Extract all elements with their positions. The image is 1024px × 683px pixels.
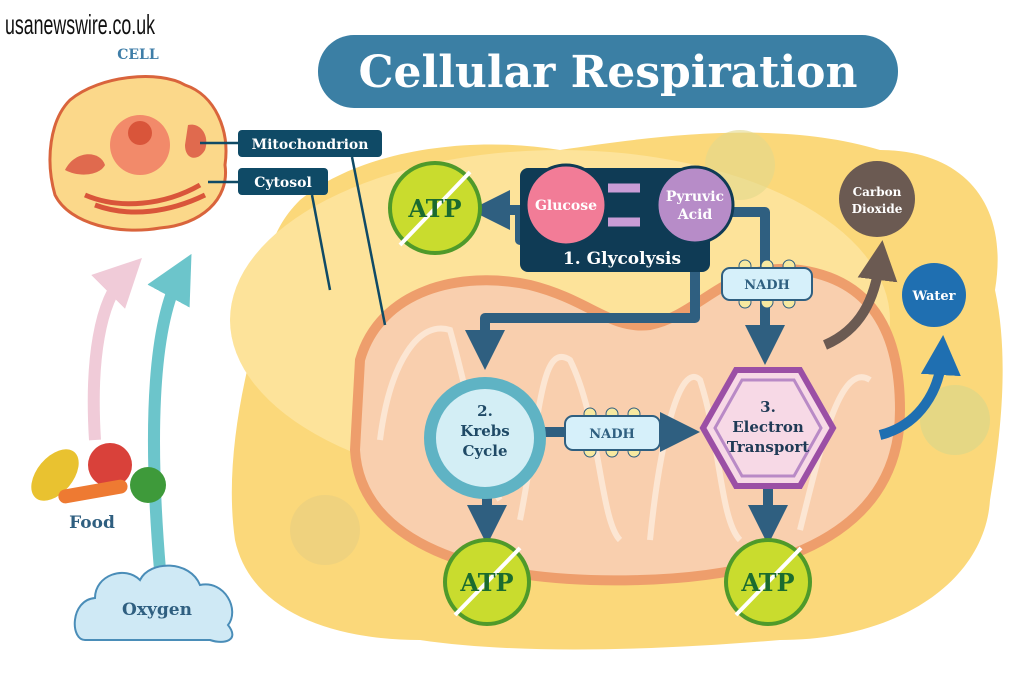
krebs-number: 2. xyxy=(477,402,493,420)
water-node xyxy=(902,263,966,327)
electron-label-line1: Electron xyxy=(732,418,804,436)
electron-number: 3. xyxy=(760,398,776,416)
co2-arrow xyxy=(822,240,898,350)
oxygen-cloud xyxy=(73,564,234,643)
atp-top xyxy=(388,161,482,255)
oxygen-label: Oxygen xyxy=(122,600,192,620)
mitochondrion-label: Mitochondrion xyxy=(252,137,369,153)
glucose-label: Glucose xyxy=(535,198,597,214)
krebs-label-line2: Cycle xyxy=(462,442,507,460)
mitochondrion-label-box xyxy=(238,130,382,157)
co2-label-line1: Carbon xyxy=(853,185,902,199)
nadh-middle xyxy=(564,407,661,458)
pyruvic-label-line2: Acid xyxy=(677,207,713,223)
pyruvic-acid-node xyxy=(655,165,735,245)
cell-label: CELL xyxy=(117,47,159,63)
food-arrow xyxy=(87,258,142,441)
page-title: Cellular Respiration xyxy=(358,47,857,98)
nadh-top xyxy=(721,259,813,309)
krebs-cycle-node xyxy=(424,377,546,499)
food-label: Food xyxy=(69,513,115,533)
atp-krebs-label: ATP xyxy=(459,568,513,597)
glucose-node xyxy=(524,163,608,247)
water-arrow xyxy=(878,335,961,440)
co2-label-line2: Dioxide xyxy=(852,202,903,216)
atp-top-label: ATP xyxy=(407,194,461,223)
cytosol-label: Cytosol xyxy=(254,175,312,191)
oxygen-arrow xyxy=(147,253,192,571)
atp-electron-label: ATP xyxy=(740,568,794,597)
cell-illustration xyxy=(48,75,228,232)
glycolysis-label: 1. Glycolysis xyxy=(563,249,681,269)
electron-label-line2: Transport xyxy=(727,438,809,456)
electron-transport-node xyxy=(699,367,837,489)
cytosol-dot xyxy=(920,385,990,455)
nadh-middle-label: NADH xyxy=(589,427,635,442)
water-label: Water xyxy=(911,289,955,304)
carbon-dioxide-node xyxy=(839,161,915,237)
pyruvic-label-line1: Pyruvic xyxy=(666,189,724,205)
nadh-top-label: NADH xyxy=(744,278,790,293)
cytosol-dot xyxy=(290,495,360,565)
atp-krebs xyxy=(443,538,531,626)
krebs-label-line1: Krebs xyxy=(460,422,509,440)
atp-electron xyxy=(724,538,812,626)
watermark: usanewswire.co.uk xyxy=(5,9,156,40)
food-icon xyxy=(31,443,166,504)
cytosol-label-box xyxy=(238,168,328,195)
title-banner xyxy=(318,35,898,108)
